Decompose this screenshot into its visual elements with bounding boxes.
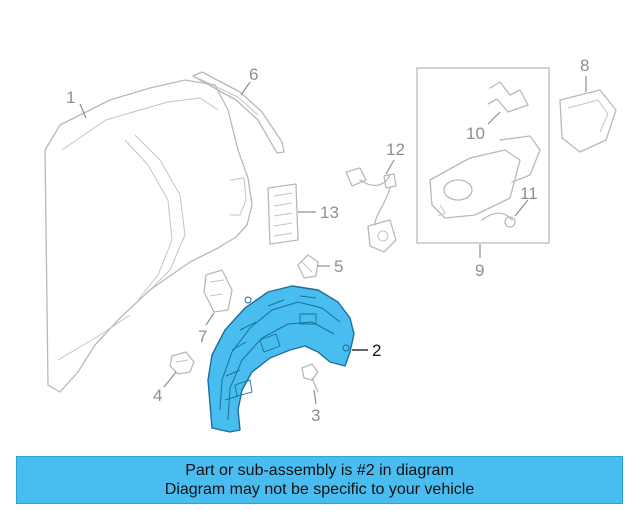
leader-12 [385,159,395,175]
callout-11: 11 [520,184,538,203]
quarter-panel-part [44,79,253,393]
fuel-door-panel-part [559,89,617,153]
leader-1 [79,103,87,119]
callout-4: 4 [153,386,162,405]
banner-line-part-number: Part or sub-assembly is #2 in diagram [185,462,454,479]
push-clip-part-4 [169,351,195,375]
callout-5: 5 [334,257,343,276]
callout-6: 6 [249,65,258,84]
callout-10: 10 [466,124,485,143]
info-banner: Part or sub-assembly is #2 in diagram Di… [16,456,623,504]
callout-1: 1 [66,88,75,107]
fuel-door-assembly-part [416,67,550,244]
actuator-harness-part [345,167,397,253]
clip-part-5 [297,254,319,279]
leader-3 [313,389,317,405]
wheel-liner-part-2 [207,285,355,433]
screw-part-3 [301,363,319,393]
vent-grille-part [267,183,299,245]
callout-9: 9 [475,261,484,280]
leader-10 [487,111,501,125]
parts-diagram: 1 2 3 4 5 6 7 8 9 10 11 12 13 [44,56,617,433]
callout-2: 2 [372,341,381,360]
trim-molding-part [192,71,285,154]
bracket-part-7 [203,269,233,313]
callout-13: 13 [320,203,339,222]
leader-6 [240,81,251,96]
leader-7 [205,312,215,326]
callout-8: 8 [580,56,589,75]
callout-12: 12 [386,140,405,159]
banner-line-disclaimer: Diagram may not be specific to your vehi… [164,481,475,498]
leader-4 [163,371,177,388]
leader-11 [514,199,529,217]
callout-3: 3 [311,406,320,425]
callout-7: 7 [198,327,207,346]
